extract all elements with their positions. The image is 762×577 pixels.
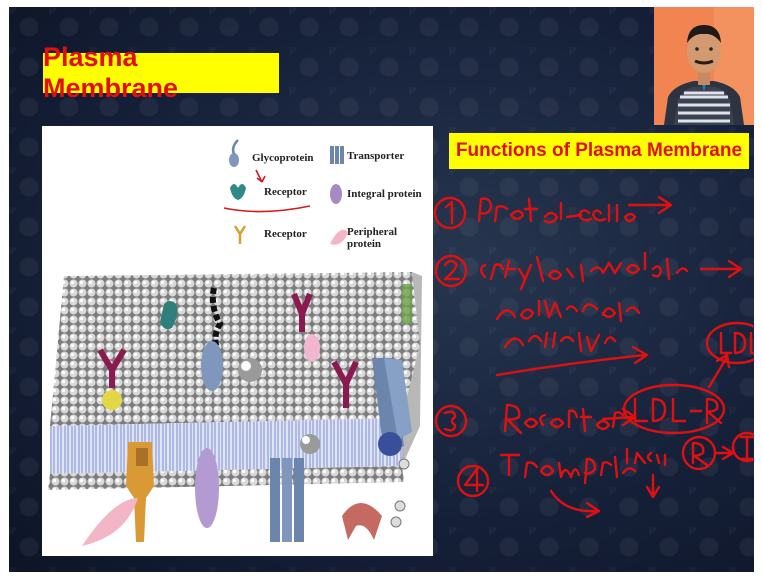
note-r xyxy=(693,443,707,465)
note-ldl-r xyxy=(635,399,721,423)
note-arrow-4 xyxy=(551,491,599,517)
slide: Plasma Membrane Functions of Plasma Memb… xyxy=(9,7,754,572)
note-ldl xyxy=(721,333,754,353)
note-arrow-insulin xyxy=(647,475,659,497)
note-arrow-3 xyxy=(497,347,647,375)
note-arrow-1 xyxy=(629,197,671,213)
note-semipermeable xyxy=(497,301,639,321)
note-ldl-circle xyxy=(707,323,754,363)
note-protect-cells xyxy=(479,199,635,223)
note-i xyxy=(741,437,753,459)
note-selectively xyxy=(505,333,615,351)
note-insulin xyxy=(627,449,665,465)
note-number-4 xyxy=(458,466,488,496)
handwritten-notes xyxy=(9,7,754,572)
note-r-circle xyxy=(683,437,715,469)
note-arrow-r xyxy=(717,447,733,459)
note-entry-exit-molecule xyxy=(481,253,687,289)
note-arrow-2 xyxy=(701,261,741,277)
note-transporter xyxy=(501,455,635,483)
